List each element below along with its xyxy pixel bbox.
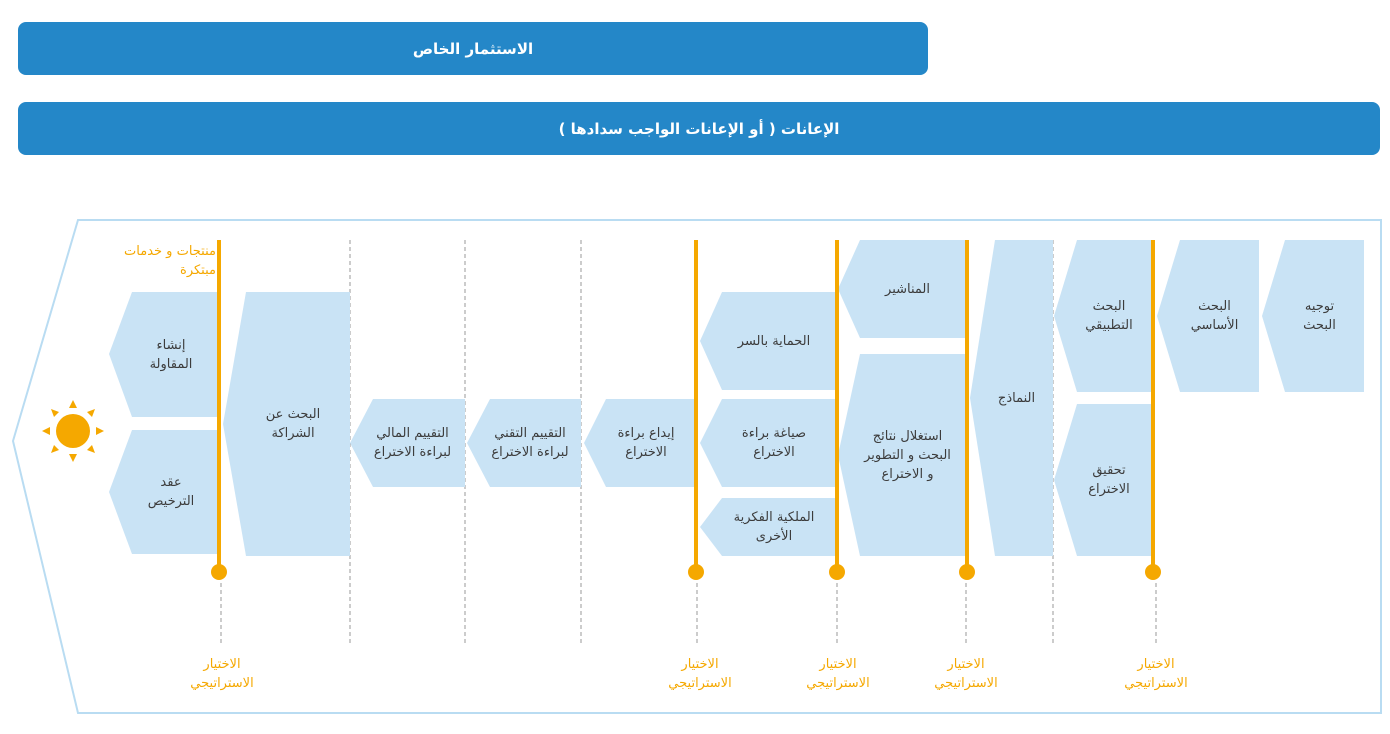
label-partnership-search: البحث عن الشراكة xyxy=(265,407,321,441)
label-enterprise-creation: إنشاء المقاولة xyxy=(149,337,193,372)
label-applied-research: البحث التطبيقي xyxy=(1085,299,1133,333)
label-patent-drafting: صياغة براءة الاختراع xyxy=(741,426,807,460)
stage-applied-research xyxy=(1054,240,1151,392)
stage-secret-protection xyxy=(700,292,836,390)
label-license-contract: عقد الترخيص xyxy=(147,475,195,509)
milestone-dot-icon xyxy=(1145,564,1161,580)
label-research-direction: توجيه البحث xyxy=(1303,299,1336,333)
label-other-ip: الملكية الفكرية الأخرى xyxy=(733,510,815,544)
label-patent-filing: إيداع براءة الاختراع xyxy=(617,426,675,460)
label-technical-evaluation: التقييم التقني لبراءة الاختراع xyxy=(491,426,569,460)
milestone-lines xyxy=(217,240,1155,572)
dashed-separators xyxy=(220,240,1157,643)
strategic-choice-label-3: الاختيار الاستراتيجي xyxy=(806,657,870,691)
label-basic-research: البحث الأساسي xyxy=(1190,299,1239,333)
milestone-dot-icon xyxy=(829,564,845,580)
stage-patent-filing xyxy=(584,399,696,487)
stage-basic-research xyxy=(1157,240,1259,392)
milestone-dot-icon xyxy=(211,564,227,580)
outcome-label: منتجات و خدمات مبتكرة xyxy=(124,244,216,278)
grants-banner: الإعانات ( أو الإعانات الواجب سدادها ) xyxy=(18,102,1380,155)
stage-technical-evaluation xyxy=(467,399,581,487)
label-models: النماذج xyxy=(997,390,1036,406)
strategic-choice-label-2: الاختيار الاستراتيجي xyxy=(668,657,732,691)
stage-exploit-results xyxy=(838,354,965,556)
stage-invention-verification xyxy=(1054,404,1151,556)
stage-models xyxy=(970,240,1053,556)
label-secret-protection: الحماية بالسر xyxy=(737,333,811,349)
stage-partnership-search xyxy=(223,292,350,556)
private-investment-banner: الاستثمار الخاص xyxy=(18,22,928,75)
sun-icon xyxy=(42,400,104,462)
stage-patent-drafting xyxy=(700,399,836,487)
milestone-dot-icon xyxy=(688,564,704,580)
stage-enterprise-creation xyxy=(109,292,220,417)
label-financial-evaluation: التقييم المالي لبراءة الاختراع xyxy=(373,426,452,460)
stage-license-contract xyxy=(109,430,220,554)
label-exploit-results: استغلال نتائج البحث و التطوير و الاختراع xyxy=(864,428,951,482)
grants-label: الإعانات ( أو الإعانات الواجب سدادها ) xyxy=(558,119,840,138)
strategic-choice-label-4: الاختيار الاستراتيجي xyxy=(934,657,998,691)
label-invention-verification: تحقيق الاختراع xyxy=(1088,463,1130,497)
milestone-dot-icon xyxy=(959,564,975,580)
label-publications: المناشير xyxy=(885,281,930,297)
strategic-choice-label-5: الاختيار الاستراتيجي xyxy=(1124,657,1188,691)
stage-research-direction xyxy=(1262,240,1364,392)
private-investment-label: الاستثمار الخاص xyxy=(412,39,534,58)
stage-publications xyxy=(838,240,965,338)
stage-financial-evaluation xyxy=(350,399,465,487)
strategic-choice-label-1: الاختيار الاستراتيجي xyxy=(190,657,254,691)
stage-other-ip xyxy=(700,498,836,556)
